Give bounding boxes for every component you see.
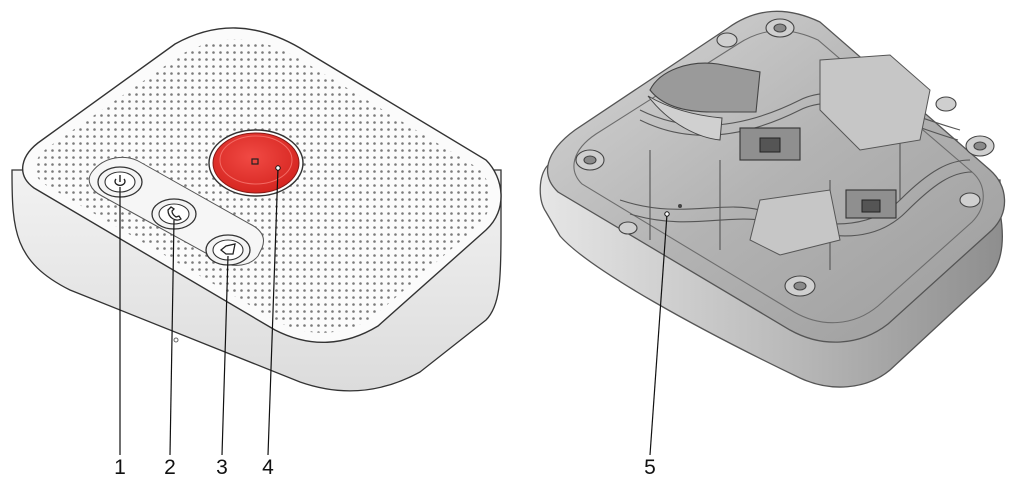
port-block-lower-inner bbox=[861, 199, 881, 213]
back-view-device bbox=[539, 10, 1006, 388]
front-view-device bbox=[11, 27, 502, 392]
label-area-lower bbox=[749, 189, 841, 256]
volume-icon bbox=[219, 243, 236, 255]
callout-2: 2 bbox=[164, 456, 176, 479]
power-icon bbox=[114, 175, 126, 187]
emergency-button[interactable] bbox=[208, 129, 304, 197]
label-area-upper bbox=[819, 54, 931, 151]
side-indicator bbox=[173, 337, 179, 343]
curved-recess bbox=[647, 95, 723, 141]
cable-hook-compartment bbox=[649, 62, 761, 113]
callout-5: 5 bbox=[644, 456, 656, 479]
port-block-upper-inner bbox=[759, 137, 781, 153]
callout-leaders bbox=[119, 165, 670, 456]
phone-icon bbox=[167, 206, 182, 221]
callout-1: 1 bbox=[114, 456, 126, 479]
callout-4: 4 bbox=[262, 456, 274, 479]
small-marker bbox=[678, 204, 682, 208]
screw-holes bbox=[575, 18, 995, 297]
callout-3: 3 bbox=[216, 456, 228, 479]
